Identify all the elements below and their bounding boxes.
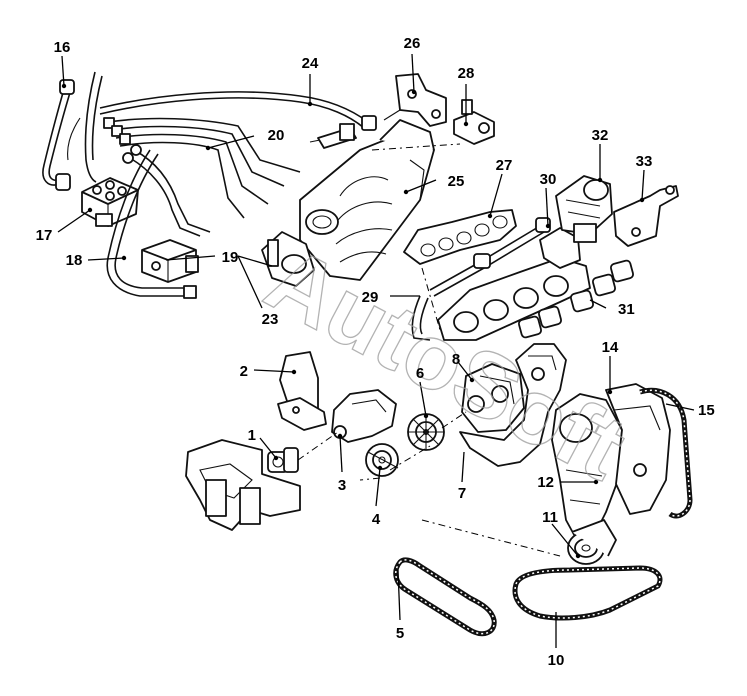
callout-18: 18 (66, 252, 83, 269)
callout-2: 2 (240, 363, 248, 380)
callout-27: 27 (496, 157, 513, 174)
callout-25: 25 (448, 173, 465, 190)
callout-12: 12 (537, 474, 554, 491)
part-7-rear-cover (459, 343, 567, 467)
leader-dots (61, 83, 645, 559)
callout-6: 6 (416, 365, 424, 382)
part-injector (309, 123, 357, 149)
part-4-idler-pulley (365, 443, 399, 477)
callout-31: 31 (618, 301, 635, 318)
callout-30: 30 (540, 171, 557, 188)
part-15-timing-belt (639, 387, 693, 519)
callout-11: 11 (542, 509, 558, 526)
part-18-fuel-return-pipe (106, 149, 197, 299)
part-17-distributor (81, 177, 139, 227)
part-2-bracket (277, 351, 327, 431)
callout-1: 1 (248, 427, 256, 444)
callout-26: 26 (404, 35, 421, 52)
alignment-lines (297, 143, 561, 557)
part-28-sensor (453, 99, 495, 145)
part-11-crank-pulley (567, 519, 617, 565)
callout-7: 7 (458, 485, 466, 502)
part-6-sprocket (407, 413, 445, 451)
callout-5: 5 (396, 625, 404, 642)
callout-3: 3 (338, 477, 346, 494)
part-bracket-base (185, 439, 301, 531)
callout-15: 15 (698, 402, 715, 419)
callout-19: 19 (222, 249, 239, 266)
part-26-bracket (383, 73, 447, 127)
callout-14: 14 (602, 339, 619, 356)
part-20-injector-pipes (103, 117, 301, 237)
part-27-gasket (403, 209, 517, 265)
callout-10: 10 (548, 652, 565, 669)
callout-20: 20 (268, 127, 285, 144)
part-10-v-belt (512, 565, 663, 621)
part-31-gaskets (518, 259, 634, 339)
callout-4: 4 (372, 511, 381, 528)
part-8-water-pump (461, 363, 525, 433)
part-24-pipe (99, 91, 377, 131)
callout-32: 32 (592, 127, 609, 144)
callout-24: 24 (302, 55, 319, 72)
callout-23: 23 (262, 311, 279, 328)
part-19-injection-pump (141, 239, 199, 283)
part-33-bracket (613, 185, 679, 247)
callout-29: 29 (362, 289, 379, 306)
part-25-intake-manifold (299, 119, 435, 281)
callout-16: 16 (54, 39, 71, 56)
part-29-tube (411, 217, 551, 341)
part-16-ignition-lead (42, 71, 103, 191)
callout-8: 8 (452, 351, 460, 368)
callout-17: 17 (36, 227, 53, 244)
leader-lines (57, 53, 695, 648)
part-32-turbo (555, 175, 613, 243)
callout-33: 33 (636, 153, 653, 170)
callout-labels: 2 1 3 4 5 6 7 8 10 11 12 14 15 16 17 18 … (36, 35, 715, 669)
part-30-exhaust-manifold (437, 227, 591, 341)
part-1-tensioner (267, 447, 299, 473)
part-5-v-belt (393, 557, 497, 637)
part-3-tensioner-bracket (331, 389, 397, 443)
part-23-housing (261, 231, 315, 287)
callout-28: 28 (458, 65, 475, 82)
